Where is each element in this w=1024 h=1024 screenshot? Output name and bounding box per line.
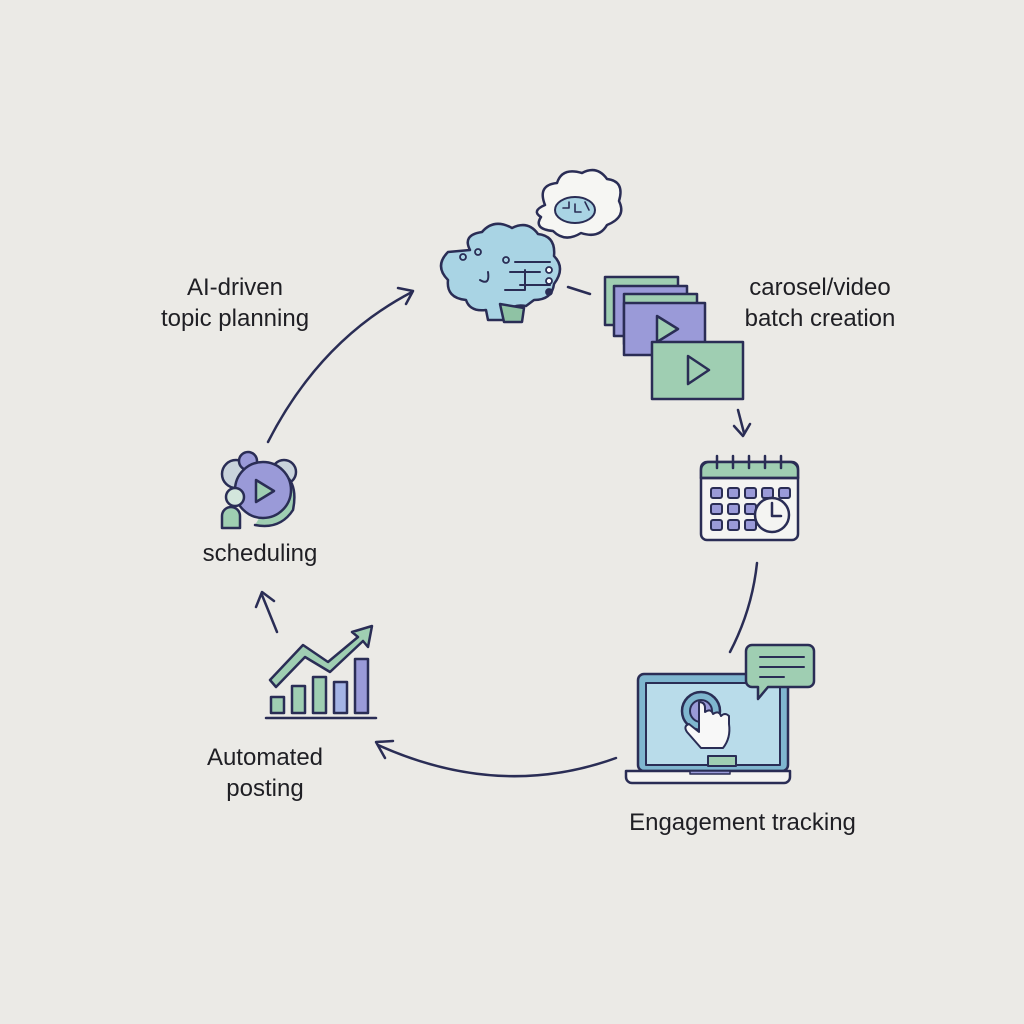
label-engagement-tracking: Engagement tracking	[615, 807, 870, 838]
label-line: Engagement tracking	[629, 809, 856, 836]
brain-circuit-icon	[439, 222, 562, 324]
label-line: AI-driven	[186, 274, 284, 301]
arrow-creation-down	[736, 408, 746, 435]
cycle-arrows	[254, 285, 759, 778]
label-line: posting	[226, 775, 304, 802]
arrow-to-creation	[566, 285, 592, 296]
label-line: scheduling	[202, 540, 318, 567]
label-topic-planning: AI-driven topic planning	[150, 272, 320, 334]
label-line: Automated	[206, 744, 324, 771]
arrow-to-tracking	[728, 561, 759, 654]
chat-bubble-icon	[744, 643, 816, 701]
arrowhead-down	[732, 422, 752, 438]
arrowhead-planning	[396, 286, 415, 306]
label-line: topic planning	[160, 305, 310, 332]
arrow-to-planning	[266, 290, 414, 444]
growth-chart-icon	[264, 624, 378, 720]
label-scheduling: scheduling	[190, 538, 330, 569]
arrowhead-scheduling	[254, 590, 276, 609]
arrow-to-posting	[376, 743, 618, 778]
video-people-icon	[220, 450, 298, 530]
label-automated-posting: Automated posting	[190, 742, 340, 804]
arrow-to-scheduling	[260, 593, 279, 634]
calendar-clock-icon	[699, 454, 800, 542]
arrowhead-posting	[374, 739, 395, 760]
label-batch-creation: carosel/video batch creation	[730, 272, 910, 334]
thought-bubble-icon	[535, 168, 623, 251]
label-line: carosel/video	[749, 274, 891, 301]
video-stack-icon	[603, 275, 745, 401]
label-line: batch creation	[744, 305, 896, 332]
